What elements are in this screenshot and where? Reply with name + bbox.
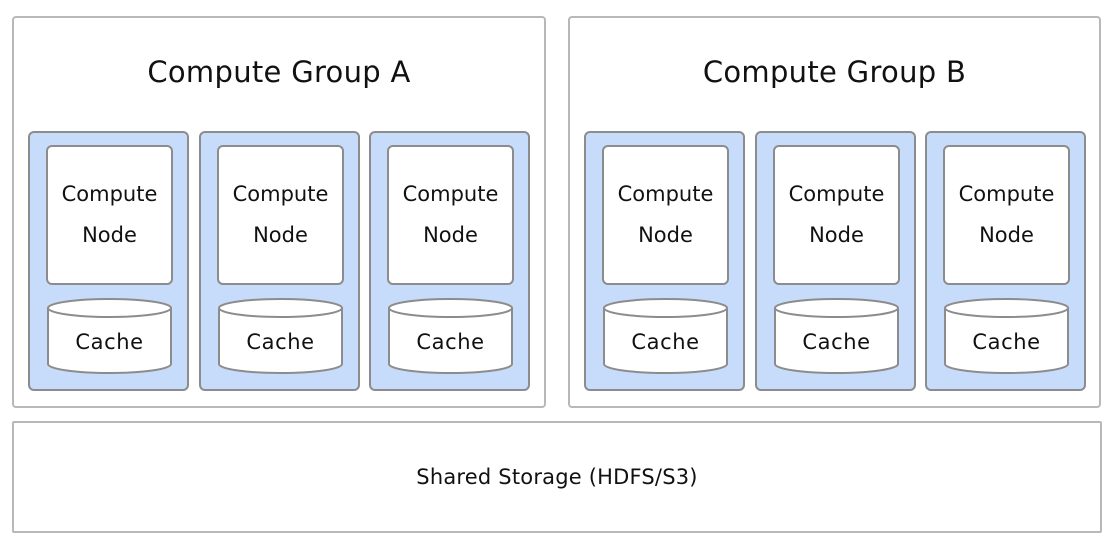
group-title: Compute Group A (147, 55, 411, 89)
node-label-line1: Compute (958, 182, 1055, 206)
compute-group-b: Compute Group B Compute Node Cache Compu… (568, 16, 1101, 408)
node-label-line1: Compute (61, 182, 158, 206)
compute-node-box: Compute Node (773, 145, 900, 285)
cache-cylinder-icon (603, 298, 728, 374)
compute-node-box: Compute Node (943, 145, 1070, 285)
node-label-line1: Compute (232, 182, 329, 206)
cache-label: Cache (972, 330, 1041, 354)
node-label-line1: Compute (788, 182, 885, 206)
compute-node-container: Compute Node Cache (199, 131, 360, 391)
cache-label: Cache (416, 330, 485, 354)
compute-group-a: Compute Group A Compute Node Cache Compu… (12, 16, 546, 408)
compute-node-container: Compute Node Cache (925, 131, 1086, 391)
group-title: Compute Group B (702, 55, 967, 89)
node-label-line2: Node (423, 223, 478, 247)
cache-cylinder-icon (944, 298, 1069, 374)
shared-storage-label: Shared Storage (HDFS/S3) (416, 465, 698, 489)
compute-node-container: Compute Node Cache (28, 131, 189, 391)
cache-cylinder-icon (47, 298, 172, 374)
node-label-line1: Compute (617, 182, 714, 206)
cache-label: Cache (802, 330, 871, 354)
node-label-line2: Node (638, 223, 693, 247)
compute-node-box: Compute Node (602, 145, 729, 285)
cache-cylinder-icon (218, 298, 343, 374)
node-label-line1: Compute (402, 182, 499, 206)
compute-node-box: Compute Node (46, 145, 173, 285)
cache-cylinder-icon (388, 298, 513, 374)
node-label-line2: Node (253, 223, 308, 247)
compute-node-container: Compute Node Cache (584, 131, 745, 391)
compute-node-box: Compute Node (217, 145, 344, 285)
cache-cylinder-icon (774, 298, 899, 374)
cache-label: Cache (246, 330, 315, 354)
node-label-line2: Node (82, 223, 137, 247)
node-label-line2: Node (979, 223, 1034, 247)
cache-label: Cache (631, 330, 700, 354)
cache-label: Cache (75, 330, 144, 354)
compute-node-container: Compute Node Cache (755, 131, 916, 391)
node-label-line2: Node (809, 223, 864, 247)
compute-node-box: Compute Node (387, 145, 514, 285)
shared-storage-box: Shared Storage (HDFS/S3) (12, 421, 1102, 533)
compute-node-container: Compute Node Cache (369, 131, 530, 391)
